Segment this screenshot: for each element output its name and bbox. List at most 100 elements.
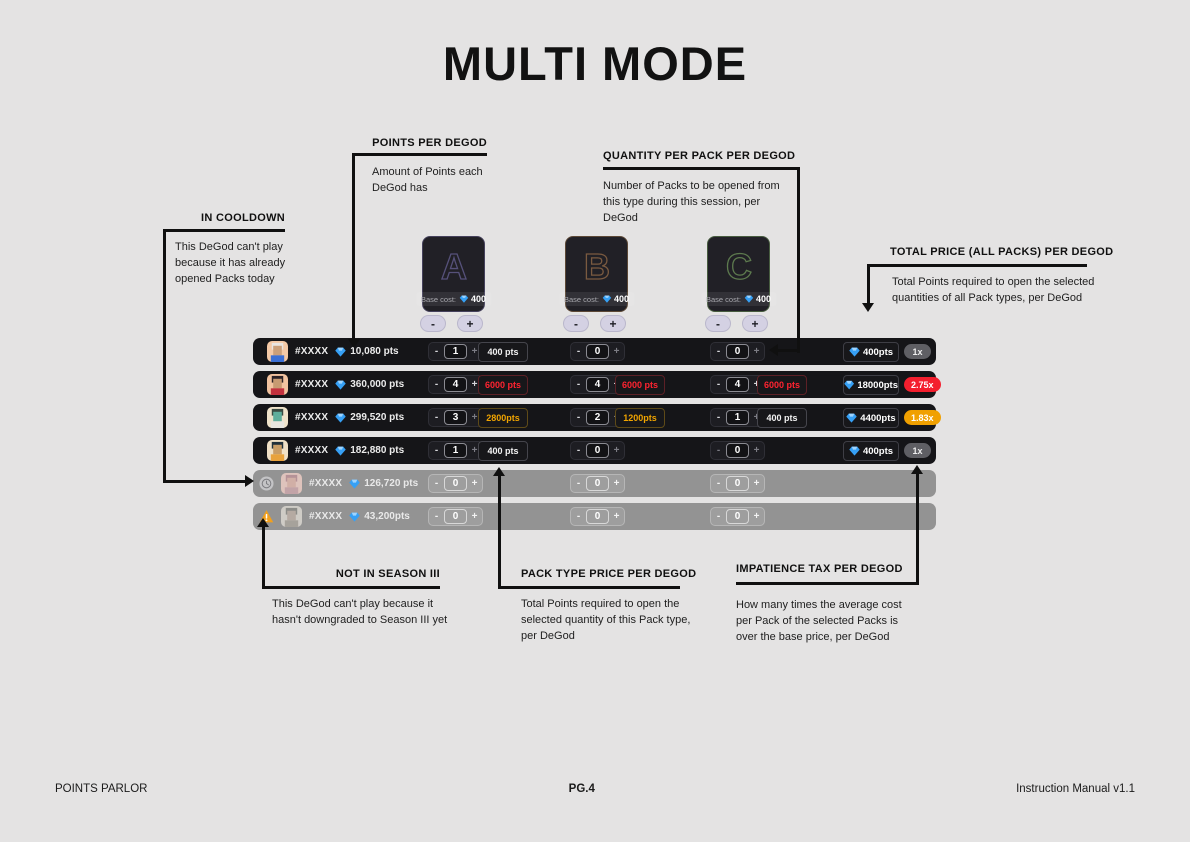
degod-identity: #XXXX 360,000 pts <box>259 371 404 398</box>
qty-stepper-a[interactable]: - 1 + <box>428 441 483 460</box>
qty-value: 3 <box>444 410 467 425</box>
qty-plus-button[interactable]: + <box>471 346 478 357</box>
diamond-icon <box>846 413 858 423</box>
pack-a-plus-button[interactable]: + <box>457 315 483 332</box>
degod-avatar <box>281 506 302 527</box>
qty-stepper-c[interactable]: - 0 + <box>710 342 765 361</box>
pack-c-steppers: - + <box>705 315 768 332</box>
qty-minus-button[interactable]: - <box>716 412 721 423</box>
qty-minus-button[interactable]: - <box>576 445 581 456</box>
qty-minus-button[interactable]: - <box>434 478 439 489</box>
qty-plus-button[interactable]: + <box>471 412 478 423</box>
qty-stepper-a[interactable]: - 0 + <box>428 474 483 493</box>
base-cost-value: 400 <box>614 294 630 304</box>
qty-plus-button[interactable]: + <box>749 409 764 426</box>
qty-minus-button[interactable]: - <box>576 379 581 390</box>
qty-stepper-b[interactable]: - 0 + <box>570 441 625 460</box>
qty-value: 0 <box>726 476 749 491</box>
pack-c-plus-button[interactable]: + <box>742 315 768 332</box>
svg-text:C: C <box>726 246 752 287</box>
qty-value: 0 <box>586 509 609 524</box>
qty-plus-button[interactable]: + <box>613 511 620 522</box>
qty-stepper-b[interactable]: - 0 + <box>570 342 625 361</box>
qty-plus-button[interactable]: + <box>471 445 478 456</box>
qty-plus-button[interactable]: + <box>613 478 620 489</box>
qty-stepper-a[interactable]: - 1 + <box>428 342 483 361</box>
qty-stepper-c[interactable]: - 0 + <box>710 441 765 460</box>
qty-plus-button[interactable]: + <box>471 379 478 390</box>
degod-identity: #XXXX 43,200pts <box>259 503 410 530</box>
total-price: 400pts <box>843 342 899 362</box>
callout-packprice-arrow <box>493 467 505 476</box>
degod-avatar <box>281 473 302 494</box>
qty-minus-button[interactable]: - <box>576 478 581 489</box>
qty-plus-button[interactable]: + <box>613 346 620 357</box>
qty-value: 2 <box>586 410 609 425</box>
qty-minus-button[interactable]: - <box>434 412 439 423</box>
qty-plus-button[interactable]: + <box>753 478 760 489</box>
qty-minus-button[interactable]: - <box>716 379 721 390</box>
qty-minus-button[interactable]: - <box>434 346 439 357</box>
qty-value: 0 <box>444 476 467 491</box>
qty-minus-button[interactable]: - <box>576 412 581 423</box>
degod-points: 10,080 pts <box>335 346 399 357</box>
qty-plus-button[interactable]: + <box>749 376 764 393</box>
svg-text:A: A <box>441 246 467 287</box>
qty-value: 0 <box>726 443 749 458</box>
degod-points: 43,200pts <box>349 511 410 522</box>
pack-b-plus-button[interactable]: + <box>600 315 626 332</box>
degod-identity: #XXXX 299,520 pts <box>259 404 404 431</box>
callout-tax-arrow <box>911 465 923 474</box>
qty-stepper-c[interactable]: - 1 + <box>710 408 765 427</box>
qty-stepper-b[interactable]: - 0 + <box>570 474 625 493</box>
qty-minus-button[interactable]: - <box>716 346 721 357</box>
callout-total-label: TOTAL PRICE (ALL PACKS) PER DEGOD <box>890 246 1114 258</box>
base-cost-pill: Base cost: 400 <box>700 292 777 306</box>
qty-plus-button[interactable]: + <box>471 478 478 489</box>
qty-plus-button[interactable]: + <box>471 511 478 522</box>
degod-points: 360,000 pts <box>335 379 404 390</box>
pack-card-b: B Base cost: 400 <box>558 236 635 312</box>
qty-plus-button[interactable]: + <box>613 445 620 456</box>
degod-id: #XXXX <box>295 379 329 390</box>
diamond-icon <box>335 347 346 357</box>
qty-minus-button[interactable]: - <box>434 511 439 522</box>
callout-total-underline <box>867 264 1087 267</box>
qty-minus-button[interactable]: - <box>716 445 721 456</box>
qty-stepper-c[interactable]: - 4 + <box>710 375 765 394</box>
qty-stepper-a[interactable]: - 3 + <box>428 408 483 427</box>
qty-stepper-a[interactable]: - 0 + <box>428 507 483 526</box>
callout-total-line <box>867 264 870 303</box>
qty-stepper-c[interactable]: - 0 + <box>710 507 765 526</box>
qty-value: 0 <box>726 509 749 524</box>
callout-quantity-line <box>797 167 800 353</box>
callout-season-desc: This DeGod can't play because it hasn't … <box>272 598 448 626</box>
diamond-icon <box>335 413 346 423</box>
qty-stepper-b[interactable]: - 0 + <box>570 507 625 526</box>
qty-minus-button[interactable]: - <box>434 445 439 456</box>
pack-b-minus-button[interactable]: - <box>563 315 589 332</box>
qty-value: 1 <box>444 443 467 458</box>
callout-quantity-desc: Number of Packs to be opened from this t… <box>603 180 780 224</box>
diamond-icon <box>335 380 346 390</box>
qty-plus-button[interactable]: + <box>753 511 760 522</box>
qty-minus-button[interactable]: - <box>576 511 581 522</box>
callout-tax-line <box>916 474 919 582</box>
degod-points-value: 43,200pts <box>364 511 410 522</box>
qty-stepper-c[interactable]: - 0 + <box>710 474 765 493</box>
total-price-value: 400pts <box>862 346 894 358</box>
qty-plus-button[interactable]: + <box>753 346 760 357</box>
qty-stepper-a[interactable]: - 4 + <box>428 375 483 394</box>
total-price: 400pts <box>843 441 899 461</box>
qty-minus-button[interactable]: - <box>716 478 721 489</box>
degod-points: 299,520 pts <box>335 412 404 423</box>
pack-c-minus-button[interactable]: - <box>705 315 731 332</box>
qty-minus-button[interactable]: - <box>716 511 721 522</box>
qty-stepper-b[interactable]: - 2 + <box>570 408 625 427</box>
base-cost-label: Base cost: <box>705 294 741 304</box>
total-price-value: 400pts <box>862 445 894 457</box>
qty-minus-button[interactable]: - <box>434 379 439 390</box>
pack-a-minus-button[interactable]: - <box>420 315 446 332</box>
qty-plus-button[interactable]: + <box>753 445 760 456</box>
qty-minus-button[interactable]: - <box>576 346 581 357</box>
